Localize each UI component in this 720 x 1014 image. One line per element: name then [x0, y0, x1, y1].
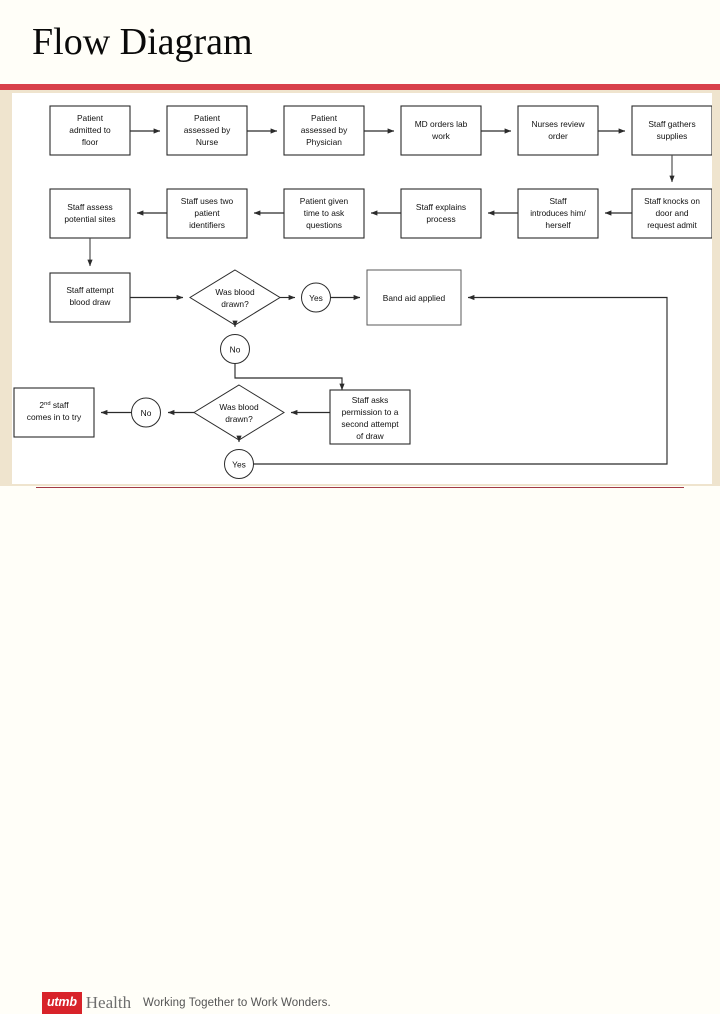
page-title: Flow Diagram	[32, 21, 253, 63]
footer: utmb Health Working Together to Work Won…	[0, 492, 720, 1014]
footer-tagline: Working Together to Work Wonders.	[143, 997, 331, 1009]
flow-decision-label: drawn?	[225, 414, 253, 424]
flow-node-label: of draw	[356, 431, 384, 441]
title-accent-rule	[0, 84, 720, 90]
flow-connector-no-2[interactable]: No	[131, 397, 161, 428]
flow-node-label: Nurse	[196, 137, 219, 147]
flow-node-label: Staff gathers	[648, 119, 695, 129]
flow-node-label: Patient	[194, 113, 221, 123]
flow-connector-label: Yes	[232, 460, 246, 470]
flow-node-label: blood draw	[70, 297, 112, 307]
flow-node-patient-questions[interactable]: Patient given time to ask questions	[283, 188, 365, 239]
flow-decision-label: drawn?	[221, 299, 249, 309]
utmb-logo-word: Health	[85, 993, 132, 1013]
utmb-logo-mark: utmb	[42, 992, 82, 1014]
footer-divider	[36, 487, 684, 488]
flow-node-label: identifiers	[189, 220, 225, 230]
flow-node-label: Patient	[77, 113, 104, 123]
flow-node-staff-knocks[interactable]: Staff knocks on door and request admit	[631, 188, 712, 239]
flow-edge-feedback	[253, 294, 668, 465]
flow-node-assessed-physician[interactable]: Patient assessed by Physician	[283, 105, 365, 156]
flow-node-staff-explains[interactable]: Staff explains process	[400, 188, 482, 239]
flow-node-label: Staff attempt	[66, 285, 114, 295]
flow-node-label: time to ask	[304, 208, 345, 218]
flow-node-label: patient	[194, 208, 220, 218]
flow-node-label: Staff asks	[352, 395, 389, 405]
flowchart-svg: Patient admitted to floor Patient assess…	[13, 105, 712, 479]
flow-node-label: second attempt	[341, 419, 399, 429]
flow-node-label: herself	[545, 220, 571, 230]
slide: Flow Diagram Patient admitted to floor P…	[0, 21, 720, 1014]
flow-node-label: Patient	[311, 113, 338, 123]
flow-node-label: assessed by	[301, 125, 348, 135]
flow-decision-was-blood-drawn-1[interactable]: Was blood drawn?	[189, 269, 281, 326]
flow-node-patient-admitted[interactable]: Patient admitted to floor	[49, 105, 131, 156]
flow-node-label: order	[548, 131, 568, 141]
flow-node-label: Physician	[306, 137, 342, 147]
flow-node-label: assessed by	[184, 125, 231, 135]
flow-node-label: Nurses review	[531, 119, 585, 129]
flow-node-staff-introduces[interactable]: Staff introduces him/ herself	[517, 188, 599, 239]
flow-node-label: Staff assess	[67, 202, 112, 212]
flow-node-md-orders-lab[interactable]: MD orders lab work	[400, 105, 482, 156]
flow-node-two-identifiers[interactable]: Staff uses two patient identifiers	[166, 188, 248, 239]
flow-node-label: potential sites	[64, 214, 115, 224]
flow-node-label: questions	[306, 220, 342, 230]
flow-node-assessed-nurse[interactable]: Patient assessed by Nurse	[166, 105, 248, 156]
flow-node-band-aid-applied[interactable]: Band aid applied	[366, 269, 462, 326]
flow-node-label: door and	[655, 208, 688, 218]
utmb-health-logo: utmb Health	[42, 992, 131, 1014]
flow-node-staff-attempt-draw[interactable]: Staff attempt blood draw	[49, 272, 131, 323]
flow-connector-yes-1[interactable]: Yes	[301, 282, 331, 313]
flow-node-label: work	[431, 131, 450, 141]
flow-node-label: Patient given	[300, 196, 349, 206]
flow-node-ask-permission[interactable]: Staff asks permission to a second attemp…	[329, 389, 411, 445]
flow-node-label: floor	[82, 137, 99, 147]
flow-node-label: 2nd staff	[39, 400, 69, 410]
flow-connector-label: No	[141, 408, 152, 418]
flow-connector-label: Yes	[309, 293, 323, 303]
flow-decision-label: Was blood	[219, 402, 259, 412]
flow-node-label: request admit	[647, 221, 697, 230]
flow-connector-no-1[interactable]: No	[220, 334, 250, 364]
flowchart-canvas: Patient admitted to floor Patient assess…	[12, 93, 712, 484]
flow-node-staff-assess-sites[interactable]: Staff assess potential sites	[49, 188, 131, 239]
flow-node-nurses-review[interactable]: Nurses review order	[517, 105, 599, 156]
flow-node-label: Staff uses two	[181, 196, 234, 206]
flow-connector-label: No	[230, 345, 241, 355]
flow-decision-was-blood-drawn-2[interactable]: Was blood drawn?	[193, 384, 285, 441]
flow-node-second-staff[interactable]: 2nd staff comes in to try	[13, 387, 95, 438]
flow-node-label: introduces him/	[530, 209, 586, 218]
flow-node-label: process	[426, 214, 455, 224]
flow-node-label: Band aid applied	[383, 293, 446, 303]
flow-decision-label: Was blood	[215, 287, 255, 297]
flow-node-label: Staff knocks on	[644, 197, 700, 206]
flow-node-staff-gathers[interactable]: Staff gathers supplies	[631, 105, 712, 156]
flow-node-label: admitted to	[69, 125, 111, 135]
flow-node-label: permission to a	[342, 407, 399, 417]
flow-connector-yes-2[interactable]: Yes	[224, 449, 254, 479]
flow-node-label: MD orders lab	[415, 119, 468, 129]
flow-node-label: Staff explains	[416, 202, 466, 212]
flow-node-label: Staff	[549, 196, 567, 206]
flow-node-label: comes in to try	[27, 412, 82, 422]
flow-node-label: supplies	[657, 131, 688, 141]
flow-edge	[234, 363, 345, 391]
